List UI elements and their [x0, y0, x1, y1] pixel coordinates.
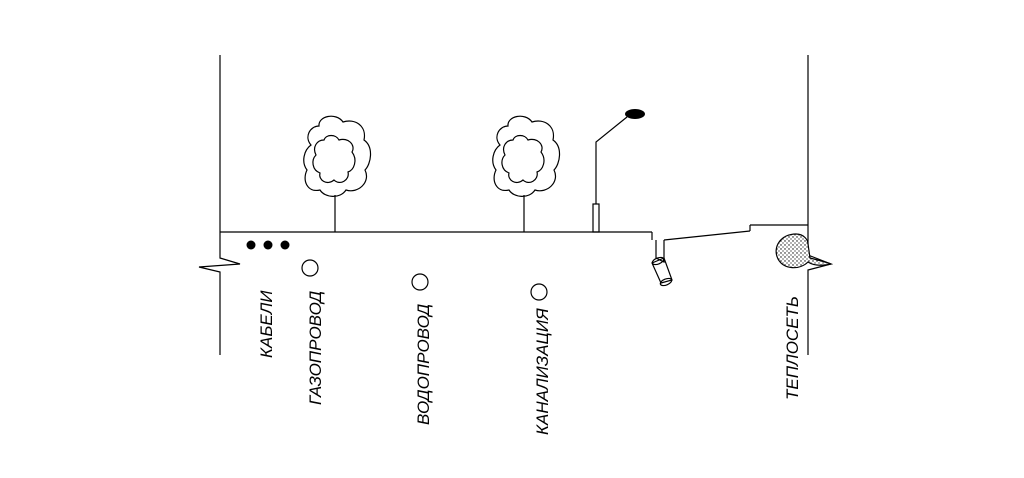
sewer-pipe-icon: [530, 283, 548, 301]
drain-pipe-icon: [651, 240, 673, 287]
cables-label: КАБЕЛИ: [257, 290, 276, 358]
cable-icon: [246, 240, 290, 250]
water-pipe-label: ВОДОПРОВОД: [414, 304, 433, 425]
right-boundary-wall: [807, 55, 833, 355]
heating-pipe-icon: [775, 233, 834, 269]
tree-icon: [492, 115, 561, 232]
tree-icon: [303, 115, 372, 232]
sewer-label: КАНАЛИЗАЦИЯ: [533, 308, 552, 435]
water-pipe-icon: [411, 273, 429, 291]
gas-pipe-label: ГАЗОПРОВОД: [306, 291, 325, 405]
gas-pipe-icon: [301, 259, 319, 277]
heating-label: ТЕПЛОСЕТЬ: [783, 296, 802, 400]
ground-surface: [220, 224, 808, 241]
street-lamp-icon: [592, 109, 645, 233]
left-boundary-wall: [198, 55, 241, 355]
